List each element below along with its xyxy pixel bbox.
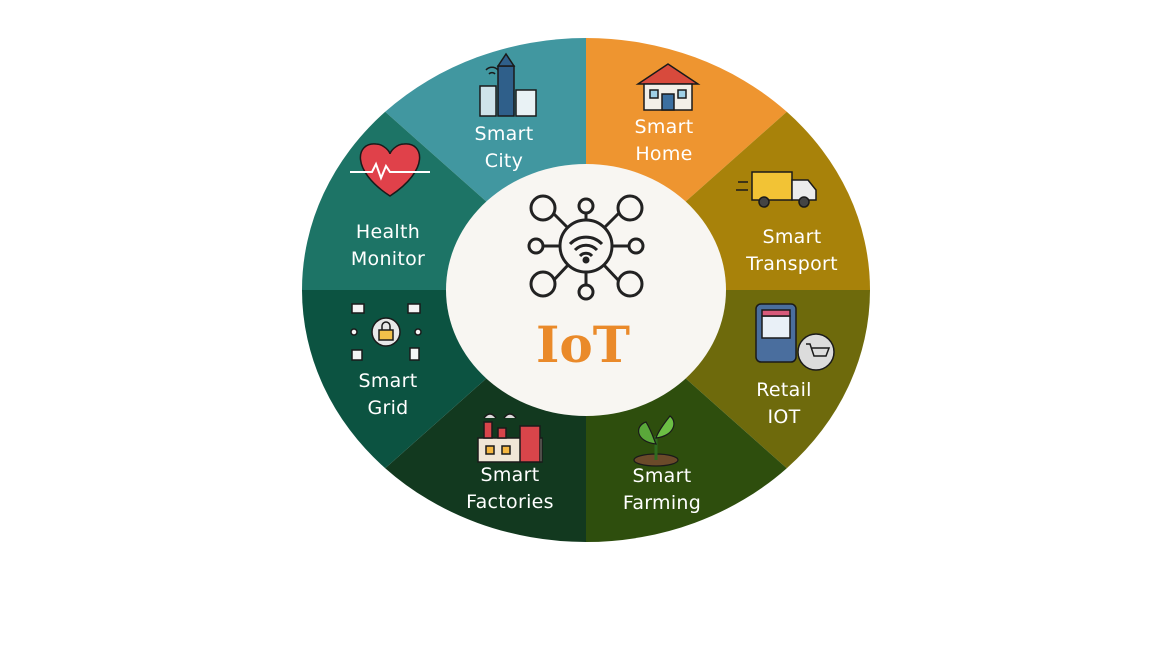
center-title: IoT [536,315,630,374]
segment-label-smart-home-line2: Home [635,143,692,165]
segment-label-smart-factories-line2: Factories [466,491,554,513]
segment-label-smart-farming-line1: Smart [633,465,692,487]
segment-label-health-monitor-line1: Health [356,221,420,243]
segment-label-smart-city-line2: City [485,150,523,172]
factory-icon [477,413,543,463]
segment-label-smart-factories-line1: Smart [481,464,540,486]
secure-grid-lock-icon [350,303,422,361]
segment-label-smart-grid-line2: Grid [367,397,408,419]
heart-pulse-icon [350,143,430,197]
center-hub: IoT [446,164,726,416]
segment-label-retail-iot-line1: Retail [756,379,812,401]
house-icon [635,63,701,111]
network-wifi-hub-icon [527,194,645,301]
segment-label-smart-city-line1: Smart [475,123,534,145]
segment-label-smart-farming-line2: Farming [623,492,701,514]
city-buildings-wifi-icon [479,52,537,117]
shop-cart-icon [755,303,835,371]
segment-label-smart-transport-line1: Smart [763,226,822,248]
delivery-truck-icon [736,171,817,208]
segment-label-smart-transport-line2: Transport [745,253,838,275]
sprout-icon [633,415,679,467]
segment-label-smart-grid-line1: Smart [359,370,418,392]
segment-label-smart-home-line1: Smart [635,116,694,138]
segment-label-health-monitor-line2: Monitor [351,248,425,270]
segment-label-retail-iot-line2: IOT [767,406,800,428]
